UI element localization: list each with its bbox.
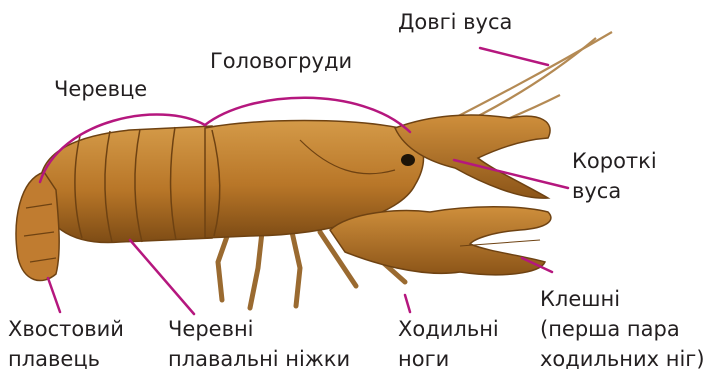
label-tail-fin-2: плавець bbox=[8, 346, 100, 372]
label-swimmerets-1: Черевні bbox=[168, 316, 254, 342]
abdomen-body bbox=[40, 126, 212, 242]
label-claws-note-1: (перша пара bbox=[540, 316, 680, 342]
pointer-long-antennae bbox=[480, 48, 548, 65]
eye bbox=[401, 154, 415, 166]
label-swimmerets-2: плавальні ніжки bbox=[168, 346, 350, 372]
pointer-swimmerets bbox=[130, 240, 194, 314]
tail-fin bbox=[16, 172, 59, 281]
pointer-walking-legs bbox=[405, 295, 410, 312]
label-claws: Клешні bbox=[540, 286, 620, 312]
label-short-antennae-1: Короткі bbox=[572, 148, 657, 174]
label-walking-legs-2: ноги bbox=[398, 346, 449, 372]
label-short-antennae-2: вуса bbox=[572, 178, 621, 204]
pointer-tail-fin bbox=[48, 278, 60, 312]
label-walking-legs-1: Ходильні bbox=[398, 316, 499, 342]
label-claws-note-2: ходильних ніг) bbox=[540, 346, 705, 372]
label-tail-fin-1: Хвостовий bbox=[8, 316, 124, 342]
label-long-antennae: Довгі вуса bbox=[398, 9, 512, 35]
lower-claw bbox=[330, 207, 551, 275]
label-abdomen: Черевце bbox=[54, 76, 147, 102]
label-cephalothorax: Головогруди bbox=[210, 48, 352, 74]
